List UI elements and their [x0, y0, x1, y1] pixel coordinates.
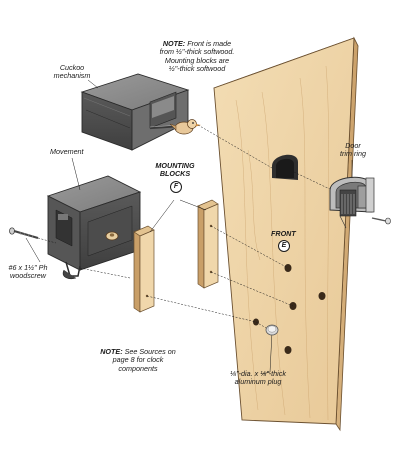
cuckoo-mechanism	[80, 73, 273, 169]
screw-label-line1: #6 x 1½" Ph	[8, 263, 48, 272]
mounting-block-left	[133, 225, 155, 313]
mounting-block-right	[197, 199, 219, 289]
note-top: NOTE: Front is made from ½"-thick softwo…	[122, 39, 272, 74]
cuckoo-mechanism-label: Cuckoo mechanism	[40, 63, 104, 81]
door-label-line2: trim ring	[340, 149, 366, 159]
note-top-line2: from ½"-thick softwood.	[159, 47, 235, 57]
note-bottom-line1: See Sources on	[124, 347, 176, 356]
note-bottom-line2: page 8 for clock	[112, 355, 164, 365]
mounting-label-line2: BLOCKS	[159, 169, 191, 179]
door-trim-ring-label: Door trim ring	[328, 141, 378, 159]
movement-label: Movement	[50, 147, 84, 156]
movement	[46, 175, 142, 280]
woodscrew-label: #6 x 1½" Ph woodscrew	[0, 263, 56, 281]
note-bottom-line3: components	[118, 363, 158, 373]
note-bottom: NOTE: See Sources on page 8 for clock co…	[84, 347, 192, 373]
front-board	[213, 36, 359, 432]
screw-label-line2: woodscrew	[10, 271, 46, 281]
cuckoo-label-line2: mechanism	[53, 71, 91, 81]
callout-f: F	[170, 181, 182, 193]
mounting-blocks-label: MOUNTING BLOCKS	[146, 161, 204, 179]
plug-label-line1: ⅛"-dia. x ⅛"-thick	[230, 369, 286, 378]
note-top-line1: Front is made	[187, 39, 232, 48]
aluminum-plug-label: ⅛"-dia. x ⅛"-thick aluminum plug	[208, 369, 308, 387]
woodscrew	[9, 227, 57, 244]
note-top-line4: ½"-thick softwood	[168, 64, 226, 74]
door-trim-ring	[293, 171, 391, 229]
aluminum-plug	[255, 321, 279, 373]
cuckoo-label-line1: Cuckoo	[59, 63, 85, 72]
callout-e: E	[278, 240, 290, 252]
plug-label-line2: aluminum plug	[234, 377, 282, 387]
mounting-label-line1: MOUNTING	[155, 161, 195, 170]
door-label-line1: Door	[345, 141, 361, 150]
note-top-prefix: NOTE:	[162, 39, 186, 48]
leader-lines	[25, 79, 353, 375]
front-label: FRONT	[271, 229, 296, 238]
note-bottom-prefix: NOTE:	[100, 347, 123, 356]
note-top-line3: Mounting blocks are	[164, 55, 230, 65]
